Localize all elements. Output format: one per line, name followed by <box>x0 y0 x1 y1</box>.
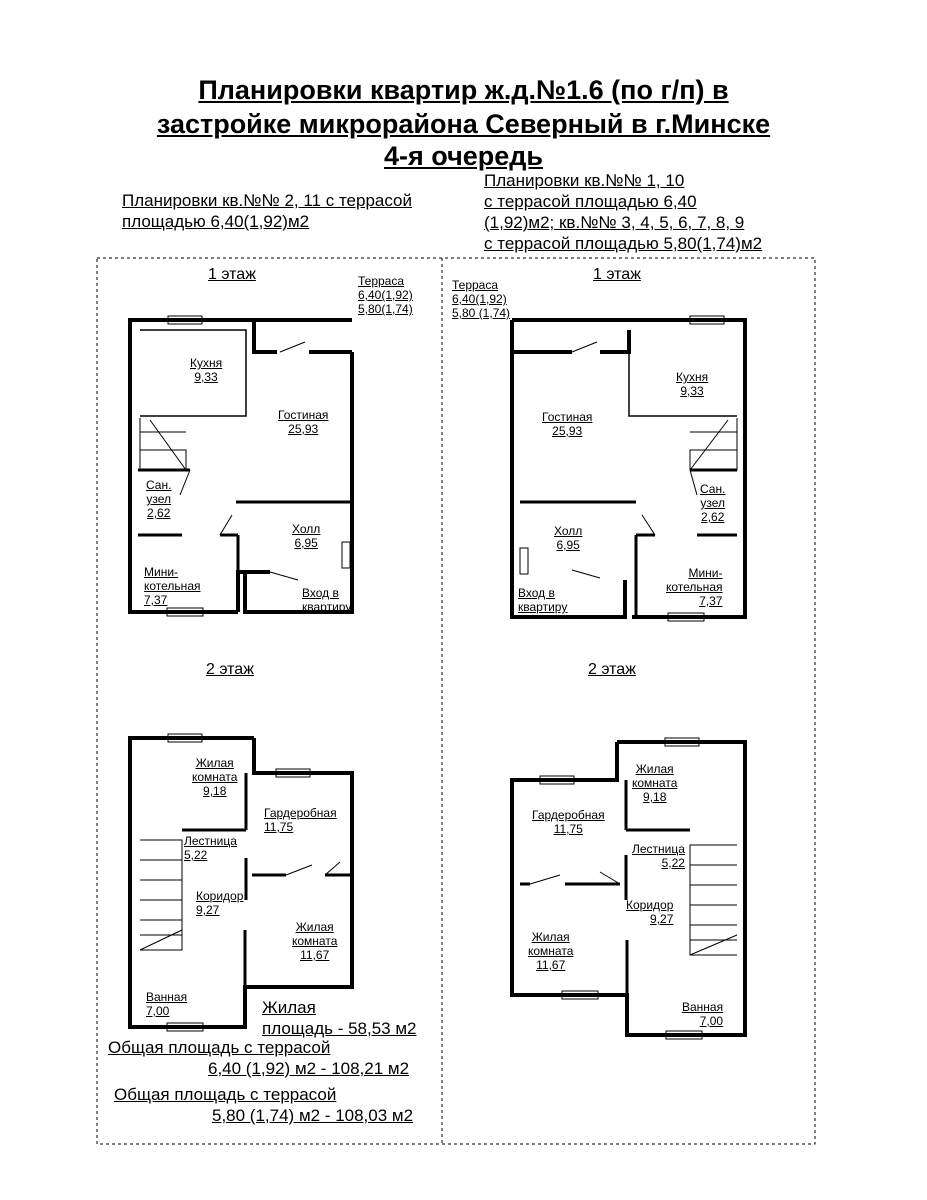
left-floor1-details <box>139 315 351 617</box>
right-f1-living-room: Гостиная 25,93 <box>542 410 593 438</box>
living-area-total: Жилая площадь - 58,53 м2 <box>262 998 417 1038</box>
total-area-terrace-5-80-label: Общая площадь с террасой <box>114 1085 337 1104</box>
left-f2-corridor: Коридор 9,27 <box>196 889 244 917</box>
left-f2-staircase: Лестница 5,22 <box>184 834 237 862</box>
left-f1-bathroom: Сан. узел 2,62 <box>146 478 172 520</box>
right-floor1-details <box>519 315 738 622</box>
left-f2-wardrobe: Гардеробная 11,75 <box>264 806 337 834</box>
left-f2-bathroom: Ванная 7,00 <box>146 990 188 1018</box>
dashed-frames <box>96 257 816 1145</box>
left-f2-bedroom-small: Жилая комната 9,18 <box>192 756 238 798</box>
left-floor2-heading: 2 этаж <box>206 661 254 678</box>
right-floor2-heading: 2 этаж <box>588 661 636 678</box>
right-f2-staircase: Лестница 5,22 <box>632 842 685 870</box>
left-f1-boiler-room: Мини- котельная 7,37 <box>144 565 201 607</box>
title-line-1: Планировки квартир ж.д.№1.6 (по г/п) в <box>198 75 729 105</box>
outer-dashed-frame <box>96 257 816 1145</box>
right-floor2-details <box>529 737 738 1040</box>
right-f1-hall: Холл 6,95 <box>554 524 583 552</box>
right-f1-kitchen: Кухня 9,33 <box>676 370 709 398</box>
right-f2-bathroom: Ванная 7,00 <box>682 1000 724 1028</box>
total-area-terrace-5-80-value: 5,80 (1,74) м2 - 108,03 м2 <box>212 1106 414 1125</box>
right-floor1-walls <box>510 318 747 619</box>
right-f1-entrance: Вход в квартиру <box>518 586 568 614</box>
right-floor1-heading: 1 этаж <box>593 266 641 283</box>
total-area-terrace-6-40-label: Общая площадь с террасой <box>108 1038 331 1057</box>
left-f1-living-room: Гостиная 25,93 <box>278 408 329 436</box>
left-caption: Планировки кв.№№ 2, 11 с террасой площад… <box>122 191 413 231</box>
right-f2-wardrobe: Гардеробная 11,75 <box>532 808 605 836</box>
total-area-terrace-6-40-value: 6,40 (1,92) м2 - 108,21 м2 <box>208 1059 410 1078</box>
right-f1-boiler-room: Мини- котельная 7,37 <box>666 566 723 608</box>
right-f1-bathroom: Сан. узел 2,62 <box>700 482 726 524</box>
left-f1-entrance: Вход в квартиру <box>302 586 352 614</box>
left-terrace-label: Терраса 6,40(1,92) 5,80(1,74) <box>358 274 413 316</box>
title-line-2: застройке микрорайона Северный в г.Минск… <box>156 109 771 139</box>
right-f2-corridor: Коридор 9,27 <box>626 898 674 926</box>
left-f1-hall: Холл 6,95 <box>292 522 321 550</box>
right-caption: Планировки кв.№№ 1, 10 с террасой площад… <box>484 171 763 253</box>
title-line-3: 4-я очередь <box>383 141 544 171</box>
left-floor1-heading: 1 этаж <box>208 266 256 283</box>
left-floor2-details <box>139 733 341 1032</box>
left-floor2-walls <box>128 736 354 1029</box>
right-f2-bedroom-small: Жилая комната 9,18 <box>632 762 678 804</box>
left-f2-bedroom-large: Жилая комната 11,67 <box>292 920 338 962</box>
left-f1-kitchen: Кухня 9,33 <box>190 356 223 384</box>
right-f2-bedroom-large: Жилая комната 11,67 <box>528 930 574 972</box>
right-floor2-walls <box>510 740 747 1037</box>
right-terrace-label: Терраса 6,40(1,92) 5,80 (1,74) <box>452 278 511 320</box>
